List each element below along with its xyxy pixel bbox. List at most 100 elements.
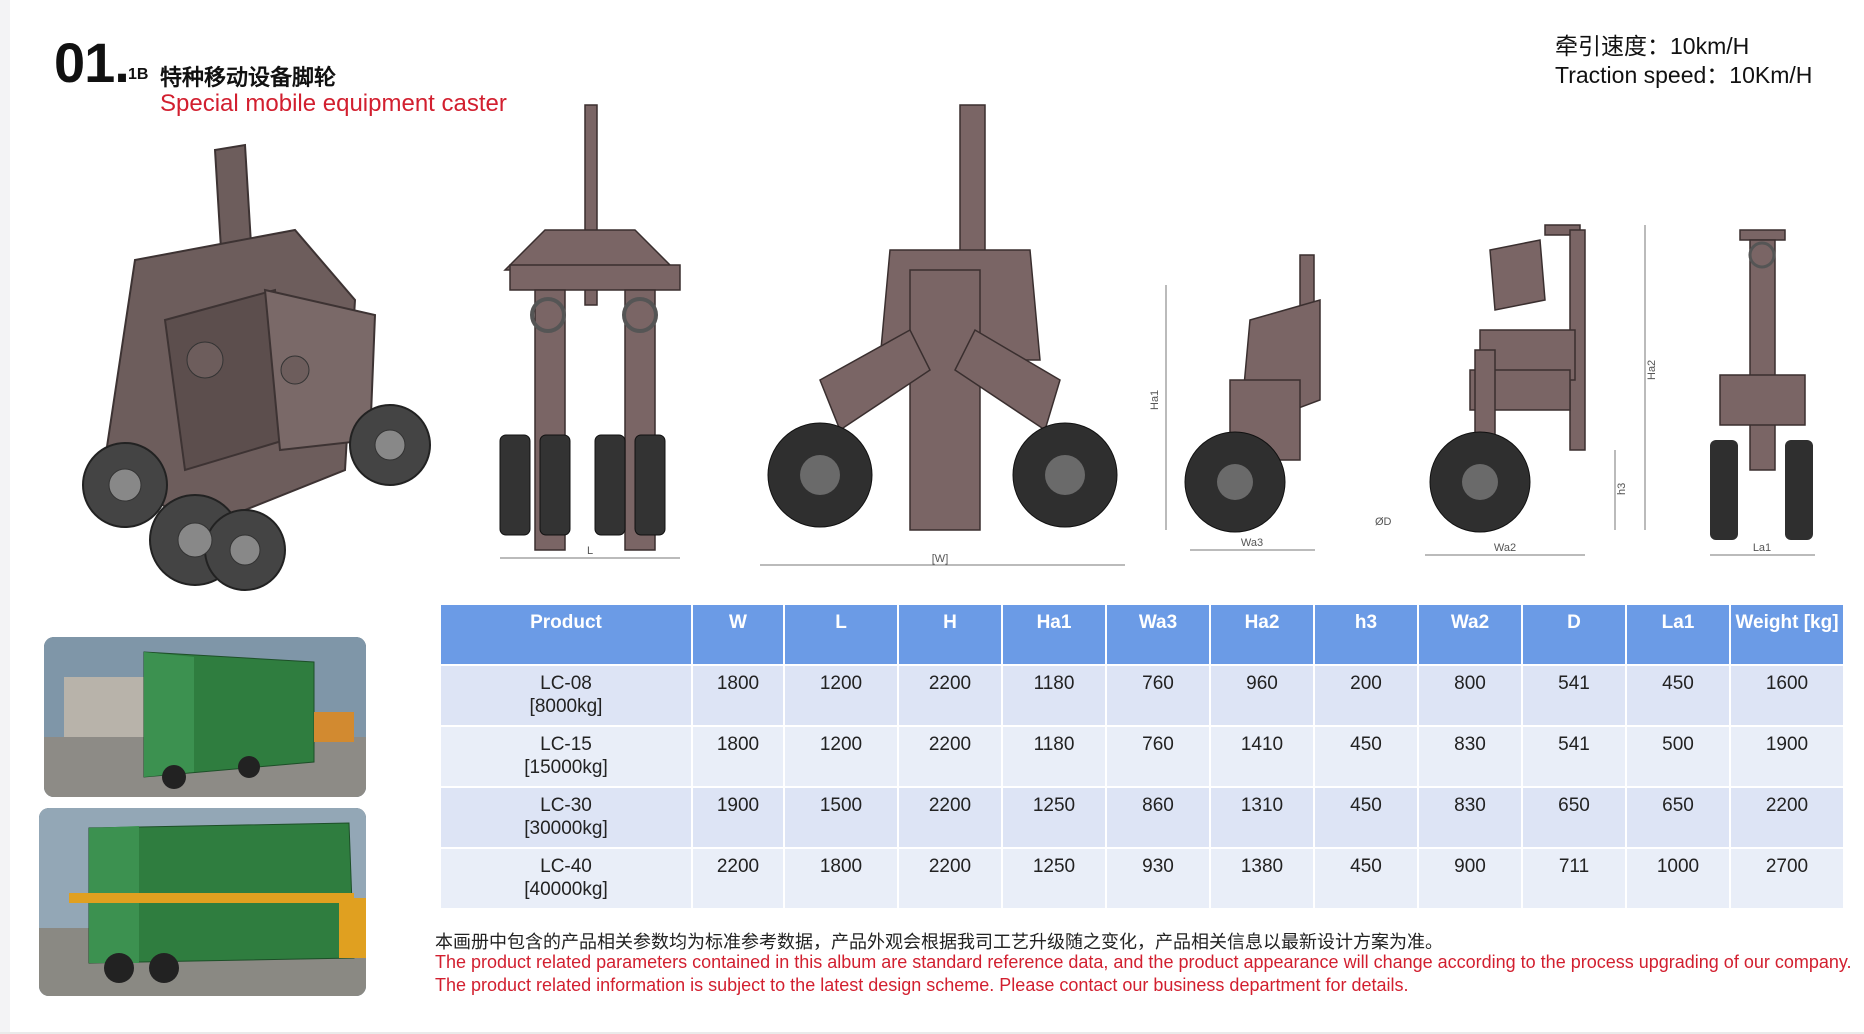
dim-wa2: Wa2 [1494,542,1516,554]
cell-value: 800 [1419,666,1521,725]
front-dim-label: L [587,545,593,557]
col-l: L [785,605,897,664]
cell-value: 1800 [785,849,897,908]
section-number: 01. [54,31,130,94]
cell-value: 541 [1523,727,1625,786]
col-wa2: Wa2 [1419,605,1521,664]
cell-value: 541 [1523,666,1625,725]
cell-value: 930 [1107,849,1209,908]
title-english: Special mobile equipment caster [160,90,507,117]
cell-value: 860 [1107,788,1209,847]
cell-value: 760 [1107,666,1209,725]
section-code: 1B [128,66,149,83]
traction-speed: 牵引速度：10km/H Traction speed：10Km/H [1555,32,1812,90]
product-model: LC-15 [540,734,592,755]
disclaimer-cn: 本画册中包含的产品相关参数均为标准参考数据，产品外观会根据我司工艺升级随之变化，… [435,932,1443,952]
cell-value: 1200 [785,727,897,786]
cell-product: LC-15[15000kg] [441,727,691,786]
traction-speed-en: Traction speed：10Km/H [1555,62,1813,88]
cell-value: 900 [1419,849,1521,908]
container-photo-1 [44,637,366,797]
dim-ha2: Ha2 [1646,360,1658,380]
caster-3d-render [82,143,431,591]
cell-value: 960 [1211,666,1313,725]
side-view-2-drawing: Ha1 Wa3 [1150,254,1321,551]
side-dim-label: [W] [932,553,949,565]
col-d: D [1523,605,1625,664]
cell-value: 711 [1523,849,1625,908]
bottom-rule [0,1032,1864,1034]
cell-value: 1200 [785,666,897,725]
cell-value: 830 [1419,727,1521,786]
cell-value: 830 [1419,788,1521,847]
cell-value: 450 [1315,849,1417,908]
cell-value: 200 [1315,666,1417,725]
col-w: W [693,605,783,664]
cell-value: 1800 [693,727,783,786]
cell-value: 1000 [1627,849,1729,908]
product-capacity: [30000kg] [524,818,608,839]
product-model: LC-30 [540,795,592,816]
cell-value: 1250 [1003,849,1105,908]
cell-value: 760 [1107,727,1209,786]
cell-value: 450 [1315,727,1417,786]
product-capacity: [8000kg] [529,696,603,717]
cell-value: 450 [1627,666,1729,725]
cell-value: 1500 [785,788,897,847]
cell-value: 2700 [1731,849,1843,908]
col-h: H [899,605,1001,664]
cell-value: 450 [1315,788,1417,847]
cell-value: 2200 [899,727,1001,786]
product-capacity: [40000kg] [524,879,608,900]
dim-h3: h3 [1616,483,1628,495]
cell-value: 650 [1523,788,1625,847]
cell-value: 2200 [899,788,1001,847]
cell-value: 650 [1627,788,1729,847]
cell-value: 1800 [693,666,783,725]
product-capacity: [15000kg] [524,757,608,778]
product-model: LC-08 [540,673,592,694]
cell-value: 1180 [1003,727,1105,786]
product-model: LC-40 [540,856,592,877]
container-photo-2 [39,808,366,996]
col-ha1: Ha1 [1003,605,1105,664]
cell-value: 500 [1627,727,1729,786]
cell-value: 1900 [693,788,783,847]
traction-speed-cn: 牵引速度：10km/H [1555,33,1750,59]
cell-value: 1250 [1003,788,1105,847]
col-wa3: Wa3 [1107,605,1209,664]
col-product: Product [441,605,691,664]
dim-la1: La1 [1753,542,1771,554]
front-view-drawing: L [499,104,681,559]
side-view-drawing: [W] [760,104,1125,566]
end-view-drawing: La1 [1710,229,1815,556]
col-la1: La1 [1627,605,1729,664]
cell-value: 1410 [1211,727,1313,786]
cell-value: 2200 [899,849,1001,908]
dim-diameter: ØD [1375,516,1392,528]
cell-product: LC-08[8000kg] [441,666,691,725]
side-view-3-drawing: Ha2 h3 Wa2 ØD [1375,224,1658,556]
col-weight: Weight [kg] [1731,605,1843,664]
dim-ha1: Ha1 [1150,390,1161,410]
cell-value: 1310 [1211,788,1313,847]
table-header-row: Product W L H Ha1 Wa3 Ha2 h3 Wa2 D La1 W… [441,605,1843,664]
cell-value: 2200 [693,849,783,908]
cell-value: 2200 [899,666,1001,725]
disclaimer-en: The product related parameters contained… [435,952,1852,995]
cell-value: 2200 [1731,788,1843,847]
cell-product: LC-30[30000kg] [441,788,691,847]
spec-table: Product W L H Ha1 Wa3 Ha2 h3 Wa2 D La1 W… [439,603,1845,910]
cell-value: 1600 [1731,666,1843,725]
title-chinese: 特种移动设备脚轮 [160,65,337,90]
left-margin-strip [0,0,10,1034]
cell-value: 1180 [1003,666,1105,725]
col-h3: h3 [1315,605,1417,664]
dim-wa3: Wa3 [1241,537,1263,549]
cell-value: 1900 [1731,727,1843,786]
